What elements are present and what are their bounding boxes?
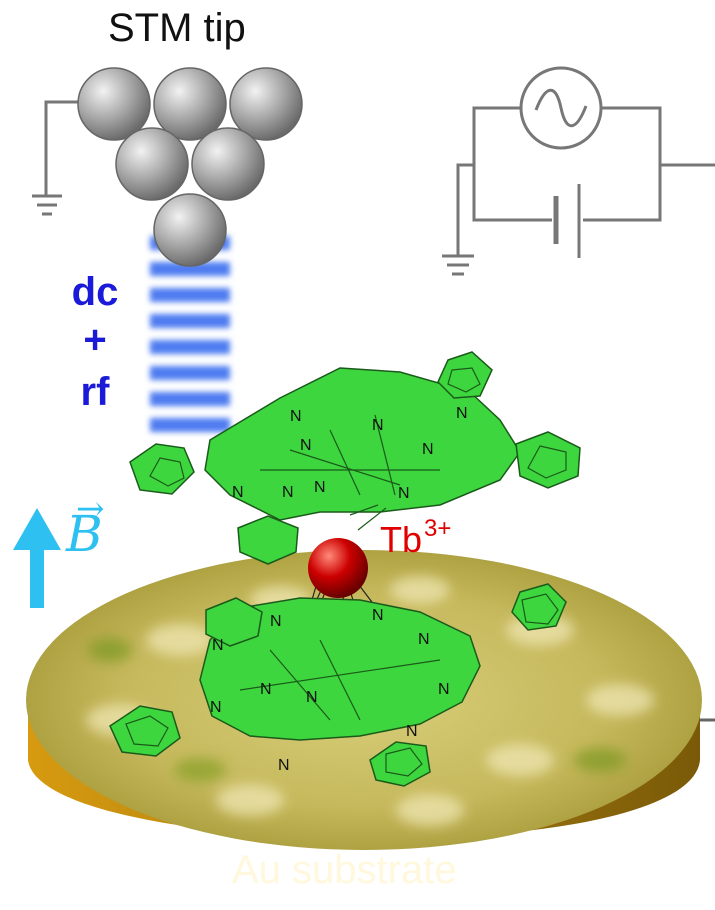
field-arrow-icon xyxy=(13,508,61,608)
svg-text:N: N xyxy=(210,699,222,716)
au-substrate-label: Au substrate xyxy=(232,848,457,892)
svg-text:N: N xyxy=(406,723,418,740)
tip-wire xyxy=(44,100,80,196)
svg-text:N: N xyxy=(398,485,410,502)
svg-text:N: N xyxy=(314,479,326,496)
svg-text:N: N xyxy=(422,441,434,458)
lower-ligand xyxy=(109,583,567,787)
svg-text:N: N xyxy=(372,417,384,434)
bias-circuit xyxy=(456,106,715,256)
svg-text:N: N xyxy=(278,757,290,774)
svg-text:N: N xyxy=(290,408,302,425)
ground-icon xyxy=(442,254,474,276)
field-symbol: B xyxy=(66,505,103,563)
svg-text:N: N xyxy=(372,607,384,624)
svg-text:N: N xyxy=(282,484,294,501)
rf-label: rf xyxy=(80,370,110,414)
svg-text:N: N xyxy=(260,681,272,698)
magnetic-field-label: →B xyxy=(66,489,105,563)
lower-ligand-nitrogen-labels: N N N N N N N N N N xyxy=(210,607,450,774)
svg-text:N: N xyxy=(232,484,244,501)
svg-text:N: N xyxy=(438,681,450,698)
svg-text:N: N xyxy=(456,405,468,422)
ground-icon xyxy=(32,194,62,216)
tb-symbol: Tb xyxy=(380,519,423,560)
upper-ligand xyxy=(129,351,581,565)
vector-arrow: → xyxy=(76,489,105,529)
upper-ligand-nitrogen-labels: N N N N N N N N N xyxy=(232,405,468,502)
svg-text:N: N xyxy=(300,437,312,454)
tb-ion xyxy=(308,538,368,598)
svg-text:N: N xyxy=(270,613,282,630)
svg-text:N: N xyxy=(306,689,318,706)
tb-ion-label: Tb3+ xyxy=(380,515,451,561)
stm-tip-atoms xyxy=(77,67,303,267)
tb-charge: 3+ xyxy=(424,515,452,542)
battery-icon xyxy=(553,184,581,258)
ac-source-icon xyxy=(519,66,603,150)
dc-label: dc xyxy=(71,270,119,314)
plus-label: + xyxy=(83,318,107,362)
stm-tip-label: STM tip xyxy=(108,6,246,50)
svg-text:N: N xyxy=(212,637,224,654)
svg-text:N: N xyxy=(418,631,430,648)
